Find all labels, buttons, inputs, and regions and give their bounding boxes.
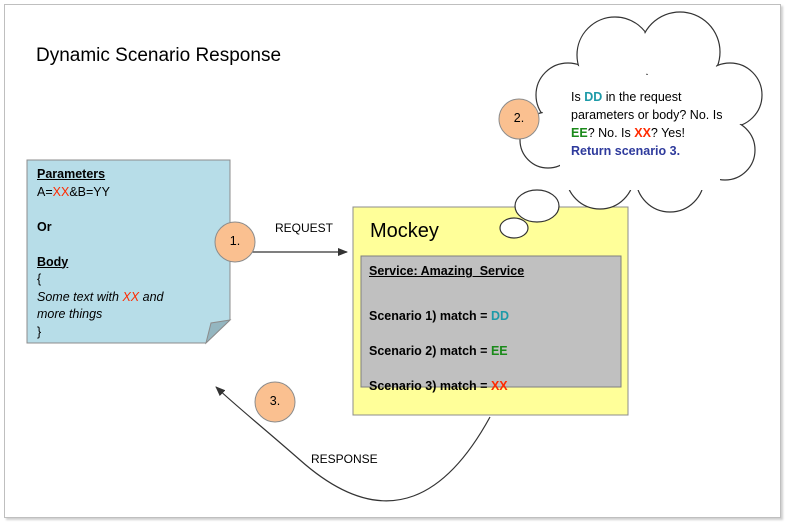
response-arrow	[215, 386, 491, 502]
param-a-prefix: A=	[37, 184, 53, 199]
body-text-line2: more things	[37, 307, 103, 321]
request-label: REQUEST	[275, 221, 334, 235]
thought-text: Is DD in the request parameters or body?…	[571, 88, 746, 160]
scenario-3: Scenario 3) match = XX	[369, 369, 524, 404]
scenario-3-prefix: Scenario 3) match =	[369, 379, 491, 393]
step-1-circle	[214, 221, 256, 263]
thought-xx: XX	[634, 126, 651, 140]
request-note-fold	[205, 319, 232, 345]
body-text-line1: Some text with XX and	[37, 289, 212, 307]
service-panel	[360, 255, 622, 388]
step-2-circle	[498, 98, 540, 140]
mockey-title: Mockey	[370, 220, 439, 242]
scenario-2-value: EE	[490, 344, 508, 358]
body-text-prefix: Some text with	[37, 289, 123, 304]
step-2-label: 2.	[513, 111, 525, 125]
thought-part-1: Is	[571, 90, 585, 104]
thought-part-2: in the request parameters or body? No. I…	[571, 90, 723, 122]
thought-bubble-small	[499, 217, 529, 239]
thought-bubble-medium	[514, 189, 560, 223]
close-brace: }	[37, 324, 42, 339]
body-text-value: XX	[122, 289, 140, 304]
scenario-1-value: DD	[490, 309, 509, 323]
scenario-1: Scenario 1) match = DD	[369, 299, 524, 334]
service-panel-text: Service: Amazing_Service Scenario 1) mat…	[369, 264, 524, 404]
thought-ee: EE	[571, 126, 588, 140]
thought-part-3: ? No. Is	[587, 126, 635, 140]
scenario-2: Scenario 2) match = EE	[369, 334, 524, 369]
parameters-heading: Parameters	[37, 167, 106, 181]
request-note: Parameters A=XX&B=YY Or Body { Some text…	[37, 166, 212, 341]
diagram-title: Dynamic Scenario Response	[36, 45, 282, 66]
open-brace: {	[37, 272, 42, 286]
scenario-1-prefix: Scenario 1) match =	[369, 309, 491, 323]
scenario-3-value: XX	[490, 379, 508, 393]
thought-conclusion: Return scenario 3.	[571, 144, 681, 158]
service-label: Service: Amazing_Service	[369, 264, 525, 278]
body-text-suffix: and	[139, 289, 164, 304]
scenario-2-prefix: Scenario 2) match =	[369, 344, 491, 358]
thought-part-4: ? Yes!	[650, 126, 685, 140]
step-3-circle	[254, 381, 296, 423]
step-1-label: 1.	[229, 234, 241, 248]
thought-dd: DD	[584, 90, 603, 104]
parameters-value: A=XX&B=YY	[37, 184, 212, 202]
param-b: &B=YY	[69, 184, 110, 199]
param-a-value: XX	[52, 184, 70, 199]
response-label: RESPONSE	[311, 452, 378, 466]
body-heading: Body	[37, 254, 69, 269]
or-label: Or	[37, 219, 52, 234]
step-3-label: 3.	[269, 394, 281, 408]
